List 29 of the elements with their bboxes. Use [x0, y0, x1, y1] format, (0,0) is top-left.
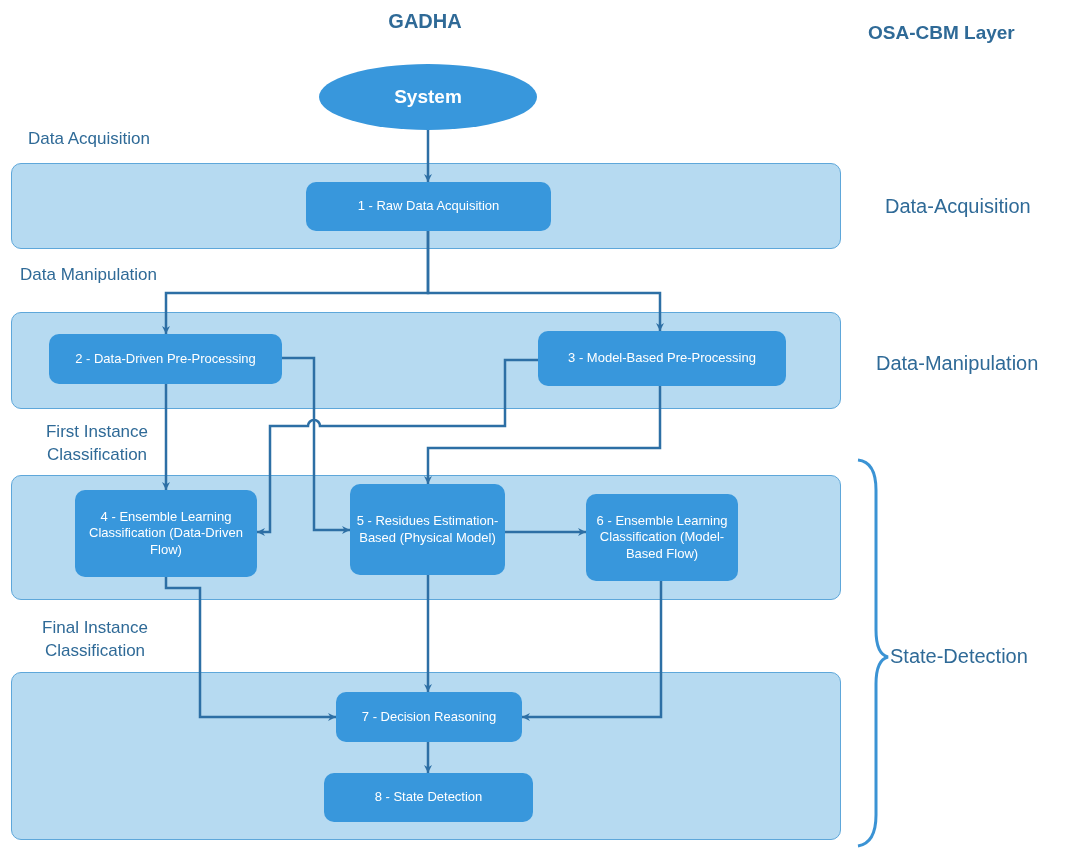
process-box: 6 - Ensemble Learning Classification (Model-Based Flow) — [586, 494, 738, 581]
arrow — [522, 581, 663, 721]
arrow — [164, 577, 336, 721]
section-heading: First Instance Classification — [44, 421, 149, 466]
section-heading: Data Acquisition — [28, 128, 150, 150]
arrow — [257, 358, 538, 536]
process-box: 3 - Model-Based Pre-Processing — [538, 331, 786, 386]
process-box: 4 - Ensemble Learning Classification (Data-Driven Flow) — [75, 490, 257, 577]
arrow — [505, 528, 586, 536]
arrow — [282, 356, 350, 534]
layer-name: State-Detection — [890, 645, 1028, 668]
section-heading: Data Manipulation — [20, 264, 158, 286]
process-box: 7 - Decision Reasoning — [336, 692, 522, 742]
node-text: System — [394, 86, 462, 108]
process-box: 1 - Raw Data Acquisition — [306, 182, 551, 231]
arrow — [424, 575, 432, 692]
layer-name: Data-Acquisition — [885, 195, 1031, 218]
process-box: 8 - State Detection — [324, 773, 533, 822]
process-box: 5 - Residues Estimation-Based (Physical Model) — [350, 484, 505, 575]
arrow — [424, 130, 432, 182]
arrow — [426, 231, 664, 331]
column-title: GADHA — [387, 10, 463, 33]
column-title: OSA-CBM Layer — [868, 22, 1015, 44]
arrow — [162, 384, 170, 490]
arrow — [424, 742, 432, 773]
section-heading: Final Instance Classification — [41, 617, 149, 662]
layer-name: Data-Manipulation — [876, 352, 1039, 375]
arrow — [424, 386, 662, 484]
process-box: 2 - Data-Driven Pre-Processing — [49, 334, 282, 384]
